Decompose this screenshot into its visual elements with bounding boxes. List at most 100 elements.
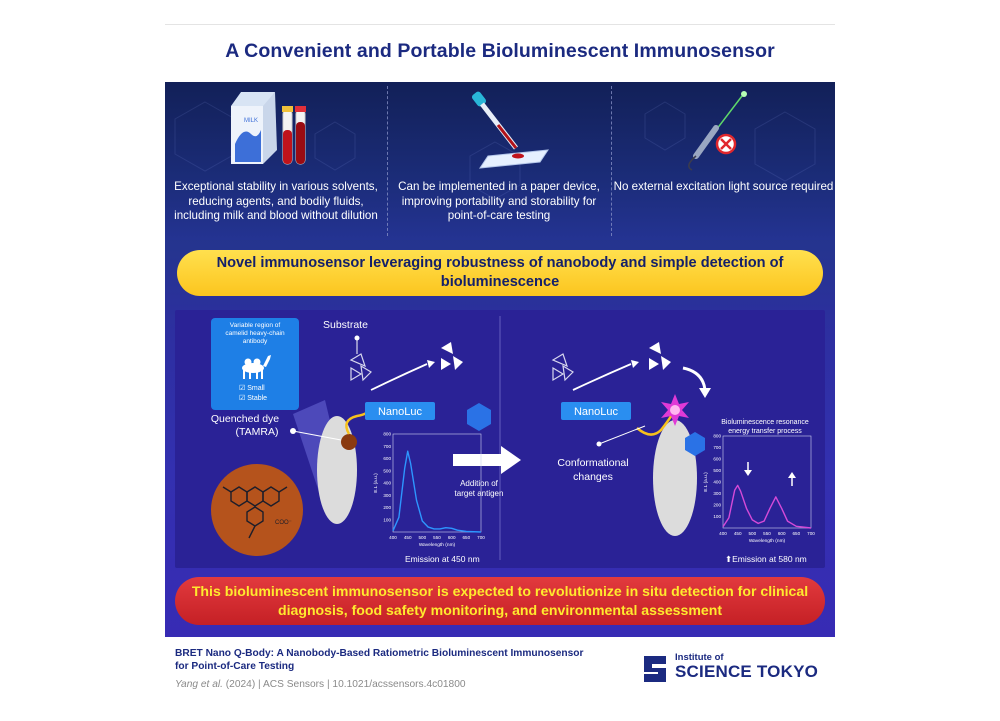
reaction-arrow-left bbox=[370, 363, 428, 391]
energy-transfer-arrowhead bbox=[699, 388, 711, 398]
y-axis-label: E.L (a.u.) bbox=[703, 472, 709, 492]
nanobody-feature-stable: ☑ Stable bbox=[239, 394, 267, 402]
quenched-dye-label: Quenched dye bbox=[211, 413, 279, 425]
nanoluc-right bbox=[561, 402, 631, 420]
x-tick-label: 650 bbox=[792, 531, 800, 536]
institution-logo: Institute of SCIENCE TOKYO bbox=[640, 652, 830, 688]
y-axis-label: E.L (a.u.) bbox=[373, 473, 379, 493]
spectrum-line bbox=[722, 484, 812, 529]
nanoluc-label-left: NanoLuc bbox=[378, 406, 423, 418]
x-tick-label: 700 bbox=[477, 535, 485, 540]
milk-carton-icon: MILK bbox=[231, 92, 306, 165]
bret-label-1: Bioluminescence resonance bbox=[721, 419, 809, 426]
x-axis-label: Wavelength (nm) bbox=[749, 538, 786, 544]
paper-title: BRET Nano Q-Body: A Nanobody-Based Ratio… bbox=[175, 648, 584, 672]
y-tick-label: 100 bbox=[383, 517, 391, 522]
top-divider bbox=[165, 24, 835, 25]
peak-arrow-down-icon bbox=[744, 462, 752, 476]
nanoluc-label-right: NanoLuc bbox=[574, 406, 619, 418]
science-tokyo-logo-icon bbox=[644, 656, 666, 682]
plot-frame bbox=[722, 435, 812, 529]
citation: Yang et al. (2024) | ACS Sensors | 10.10… bbox=[175, 679, 466, 690]
y-tick-label: 600 bbox=[713, 457, 721, 462]
tamra-structure-circle bbox=[211, 464, 303, 556]
x-tick-label: 650 bbox=[462, 535, 470, 540]
nanobody-left bbox=[317, 416, 357, 524]
conformation-pointer-line bbox=[598, 425, 646, 445]
process-arrow-body bbox=[453, 454, 503, 466]
feature-stability: MILK Exceptional stability in various so… bbox=[165, 82, 387, 240]
y-tick-label: 800 bbox=[383, 432, 391, 437]
spectrum-line bbox=[392, 450, 482, 533]
x-tick-label: 600 bbox=[448, 535, 456, 540]
x-tick-label: 500 bbox=[748, 531, 756, 536]
citation-authors: Yang et al. bbox=[175, 679, 223, 690]
emission-right-label: ⬆Emission at 580 nm bbox=[725, 554, 807, 564]
milk-label: MILK bbox=[244, 118, 258, 124]
nanoluc-left bbox=[365, 402, 435, 420]
laser-pointer-crossed-icon bbox=[688, 91, 747, 171]
light-burst-icon bbox=[661, 394, 689, 426]
y-tick-label: 300 bbox=[383, 493, 391, 498]
tamra-label: (TAMRA) bbox=[236, 426, 279, 438]
substrate-molecule-icon bbox=[551, 353, 574, 382]
peak-arrow-up-icon bbox=[788, 472, 796, 486]
addition-label-2: target antigen bbox=[455, 489, 504, 498]
x-tick-label: 400 bbox=[719, 531, 727, 536]
logo-big-text: SCIENCE TOKYO bbox=[675, 662, 819, 681]
y-tick-label: 400 bbox=[713, 480, 721, 485]
product-molecule-icon bbox=[649, 342, 671, 370]
reaction-arrow-right bbox=[572, 363, 632, 391]
emission-left-label: Emission at 450 nm bbox=[405, 554, 480, 564]
bound-antigen-icon bbox=[685, 432, 705, 456]
camel-icon bbox=[242, 355, 271, 379]
tamra-structure-icon bbox=[222, 486, 288, 539]
y-tick-label: 500 bbox=[383, 468, 391, 473]
y-tick-label: 300 bbox=[713, 491, 721, 496]
conformational-label-1: Conformational bbox=[557, 457, 628, 469]
y-tick-label: 700 bbox=[383, 444, 391, 449]
feature-text: Exceptional stability in various solvent… bbox=[174, 180, 378, 222]
x-tick-label: 500 bbox=[418, 535, 426, 540]
x-tick-label: 550 bbox=[433, 535, 441, 540]
addition-label-1: Addition of bbox=[460, 479, 499, 488]
product-molecule-icon bbox=[441, 342, 463, 370]
logo-small-text: Institute of bbox=[675, 652, 724, 663]
tamra-dye-left bbox=[341, 434, 357, 450]
substrate-molecule-icon bbox=[349, 353, 372, 382]
y-tick-label: 800 bbox=[713, 434, 721, 439]
antigen-icon bbox=[467, 403, 491, 431]
conclusion-banner: This bioluminescent immunosensor is expe… bbox=[175, 577, 825, 625]
reaction-arrowhead-right bbox=[631, 360, 639, 368]
conformational-label-2: changes bbox=[573, 471, 613, 483]
process-arrowhead bbox=[501, 446, 521, 474]
plot-frame bbox=[392, 433, 482, 533]
page-title: A Convenient and Portable Bioluminescent… bbox=[225, 40, 775, 62]
feature-text: Can be implemented in a paper device, im… bbox=[398, 180, 600, 222]
infographic-poster: MILK Exceptional stability in various so… bbox=[165, 82, 835, 637]
feature-no-light: No external excitation light source requ… bbox=[612, 82, 835, 240]
y-tick-label: 100 bbox=[713, 514, 721, 519]
x-axis-label: Wavelength (nm) bbox=[419, 542, 456, 548]
x-tick-label: 550 bbox=[763, 531, 771, 536]
dye-pointer-line bbox=[292, 430, 342, 441]
x-tick-label: 700 bbox=[807, 531, 815, 536]
key-message-banner: Novel immunosensor leveraging robustness… bbox=[177, 250, 823, 296]
y-tick-label: 500 bbox=[713, 468, 721, 473]
column-divider bbox=[611, 86, 612, 236]
y-tick-label: 400 bbox=[383, 481, 391, 486]
citation-details: (2024) | ACS Sensors | 10.1021/acssensor… bbox=[222, 679, 466, 690]
feature-panel: MILK Exceptional stability in various so… bbox=[165, 82, 835, 240]
y-tick-label: 700 bbox=[713, 445, 721, 450]
feature-text: No external excitation light source requ… bbox=[613, 180, 834, 193]
reaction-arrowhead-left bbox=[427, 360, 435, 368]
coo-label: COO⁻ bbox=[275, 520, 292, 526]
x-tick-label: 400 bbox=[389, 535, 397, 540]
pipette-paper-icon bbox=[471, 91, 550, 169]
energy-transfer-arrow bbox=[682, 366, 707, 391]
